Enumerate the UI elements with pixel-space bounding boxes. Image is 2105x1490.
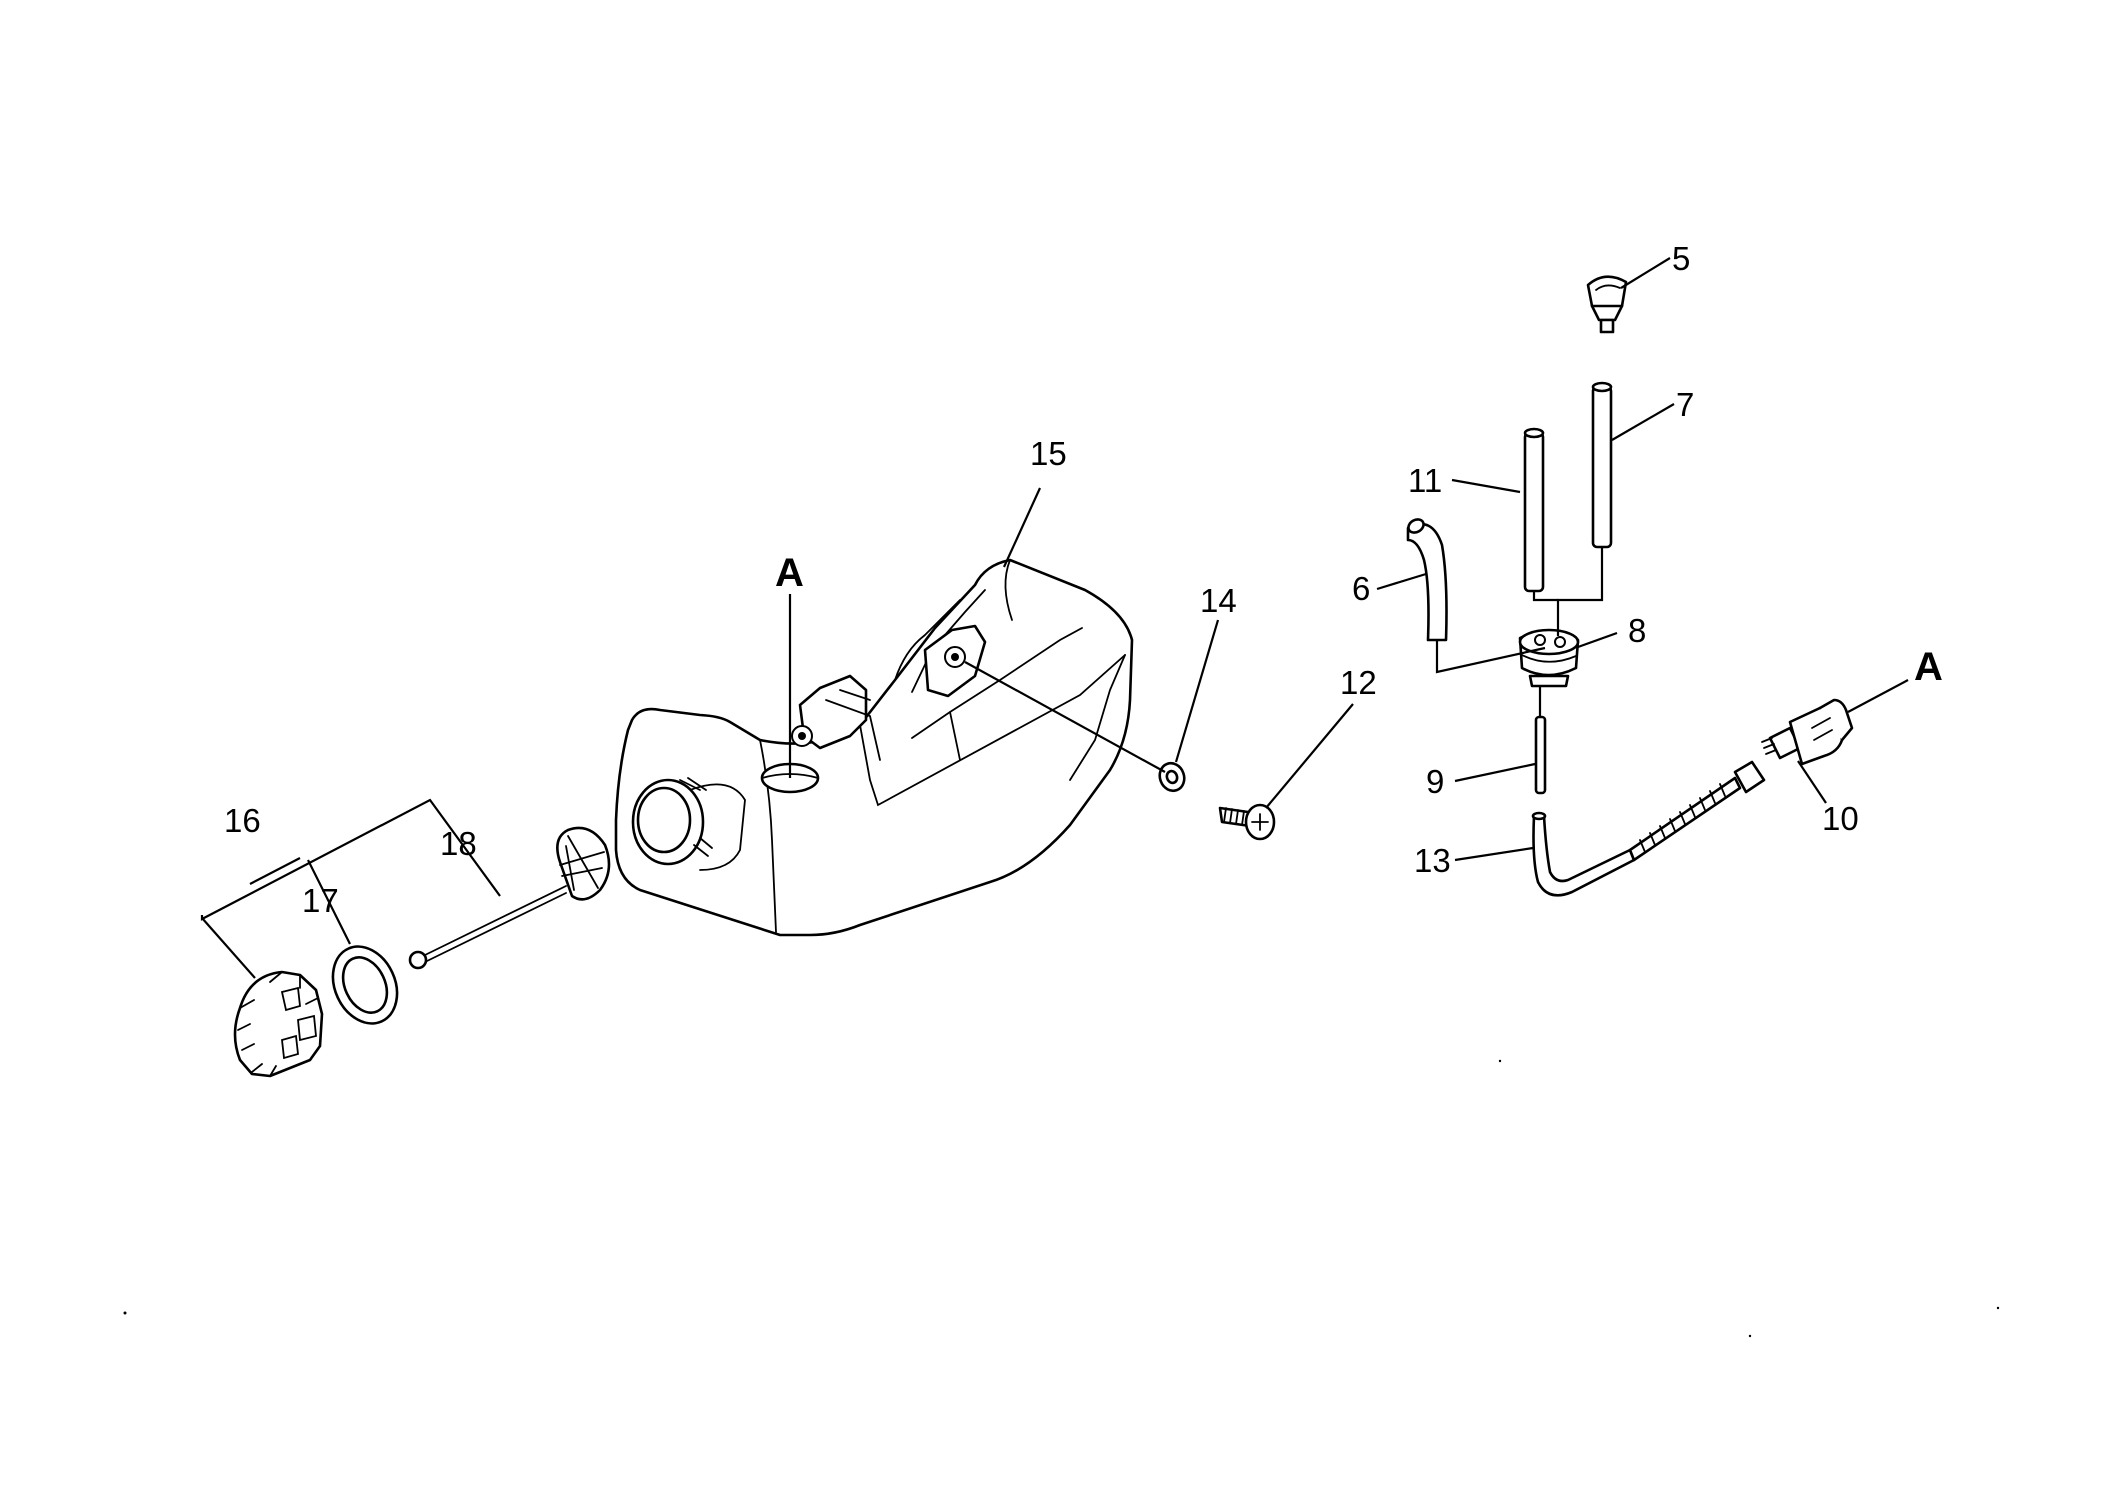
- callout-16: 16: [224, 802, 261, 839]
- callout-10: 10: [1822, 800, 1859, 837]
- scan-specks: [123, 1059, 2000, 1338]
- tank-cap: [233, 970, 324, 1078]
- screw: [1218, 803, 1276, 841]
- callout-6: 6: [1352, 570, 1370, 607]
- callout-13: 13: [1414, 842, 1451, 879]
- callout-labels: 5 7 11 15 14 6 8 12 9 10 13 16 18 17 A A: [224, 240, 1943, 919]
- leader-lines: [788, 257, 1909, 862]
- callout-12: 12: [1340, 664, 1377, 701]
- washer: [1158, 761, 1186, 793]
- assembly-brackets: [1435, 547, 1604, 717]
- callout-9: 9: [1426, 763, 1444, 800]
- reference-a-fitting: A: [1914, 645, 1943, 689]
- callout-18: 18: [440, 825, 477, 862]
- fuel-tank: [614, 558, 1134, 937]
- fuel-filter: [408, 826, 611, 970]
- callout-17: 17: [302, 882, 339, 919]
- callout-7: 7: [1676, 386, 1694, 423]
- callout-5: 5: [1672, 240, 1690, 277]
- tube-short: [1534, 715, 1547, 795]
- callout-14: 14: [1200, 582, 1237, 619]
- hose-with-spring: [1531, 760, 1766, 897]
- callout-15: 15: [1030, 435, 1067, 472]
- grommet: [1518, 628, 1580, 688]
- tube-cap: [1586, 275, 1628, 334]
- callout-8: 8: [1628, 612, 1646, 649]
- gasket: [331, 945, 399, 1025]
- cap-assembly-bracket: [200, 798, 501, 979]
- connector-fitting: [1761, 698, 1854, 766]
- tube-long: [1591, 381, 1613, 549]
- tube-medium: [1523, 427, 1545, 593]
- callout-11: 11: [1408, 462, 1442, 499]
- reference-a-tank: A: [775, 551, 804, 595]
